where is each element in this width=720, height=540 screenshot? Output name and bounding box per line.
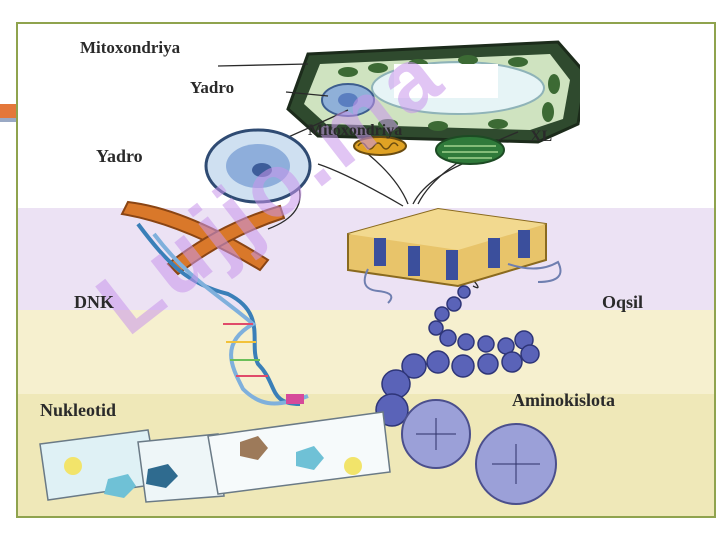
label-mitoxondriya-top: Mitoxondriya: [80, 38, 181, 57]
diagram-frame: Lujjo.ma Mitoxondriya Yadro Mitoxondriya…: [16, 22, 716, 518]
membrane-illustration: [347, 207, 562, 304]
label-mitoxondriya-mid: Mitoxondriya: [308, 122, 403, 139]
band-macromolecule-level: [18, 310, 714, 394]
slide-accent-line: [0, 118, 22, 122]
label-dnk: DNK: [74, 292, 114, 312]
label-yadro: Yadro: [96, 146, 143, 166]
right-white-box: [580, 24, 714, 192]
label-xl: XL: [530, 128, 553, 145]
label-oqsil: Oqsil: [602, 292, 644, 312]
mitochondrion-illustration: [353, 136, 407, 156]
cell-white-box: [394, 64, 498, 98]
label-nukleotid: Nukleotid: [40, 400, 117, 420]
label-yadro-top: Yadro: [190, 78, 235, 97]
diagram-artwork: [39, 40, 588, 505]
chloroplast-illustration: [435, 135, 505, 165]
amino-acid-structures: [401, 399, 557, 505]
nucleotide-marker: [286, 394, 304, 404]
nucleotide-structures: [39, 411, 391, 503]
protein-chain-illustration: [375, 285, 540, 427]
label-aminokislota: Aminokislota: [512, 390, 616, 410]
dna-helix-illustration: [136, 222, 309, 406]
chromosome-illustration: [120, 200, 286, 276]
